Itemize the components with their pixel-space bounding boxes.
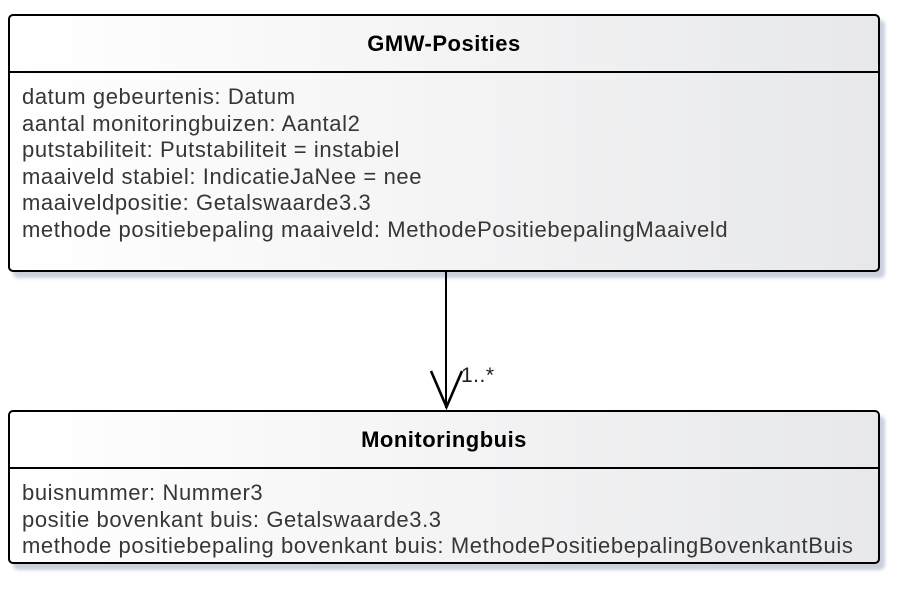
class-attributes-compartment: buisnummer: Nummer3 positie bovenkant bu… (10, 469, 878, 560)
class-title: Monitoringbuis (10, 412, 878, 469)
class-node-gmw-posities[interactable]: GMW-Posities datum gebeurtenis: Datum aa… (8, 14, 880, 272)
association-line (445, 272, 447, 408)
class-attribute: positie bovenkant buis: Getalswaarde3.3 (22, 506, 442, 532)
multiplicity-label: 1..* (461, 364, 495, 387)
class-node-monitoringbuis[interactable]: Monitoringbuis buisnummer: Nummer3 posit… (8, 410, 880, 564)
class-attribute: aantal monitoringbuizen: Aantal2 (22, 110, 361, 136)
class-attribute: maaiveld stabiel: IndicatieJaNee = nee (22, 163, 423, 189)
class-attribute: methode positiebepaling maaiveld: Method… (22, 216, 729, 242)
open-arrowhead-icon (429, 370, 464, 410)
class-title: GMW-Posities (10, 16, 878, 73)
class-attributes-compartment: datum gebeurtenis: Datum aantal monitori… (10, 73, 878, 244)
class-attribute: datum gebeurtenis: Datum (22, 84, 296, 109)
class-attribute: putstabiliteit: Putstabiliteit = instabi… (22, 137, 401, 163)
class-attribute: maaiveldpositie: Getalswaarde3.3 (22, 190, 372, 216)
class-attribute: methode positiebepaling bovenkant buis: … (22, 533, 854, 559)
class-attribute: buisnummer: Nummer3 (22, 480, 264, 505)
